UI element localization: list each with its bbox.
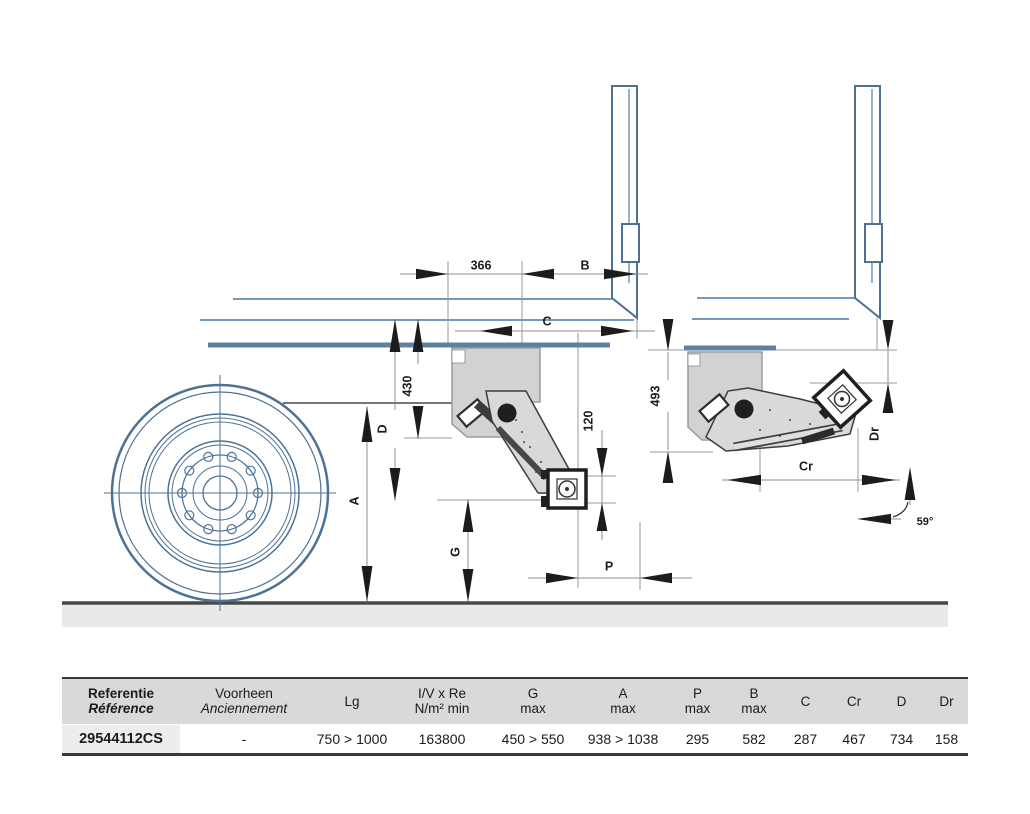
col-header-g: G max [488,678,578,725]
dim-label-493: 493 [648,386,662,407]
dim-label-d: D [375,424,389,433]
cell-g: 450 > 550 [501,730,565,747]
col-header-b: B max [727,678,781,725]
dim-label-a: A [347,496,361,505]
lift-mechanism-stowed [684,345,873,452]
col-header-ivxre: I/V x Re N/m² min [396,678,488,725]
dim-label-dr: Dr [867,427,881,441]
platform-post-left [611,85,640,321]
cell-lg: 750 > 1000 [316,730,388,747]
cell-reference: 29544112CS [62,724,180,754]
table-data-row: 29544112CS - 750 > 1000 163800 450 > 550… [62,724,968,754]
dim-label-120: 120 [581,411,595,432]
dim-label-g: G [448,547,462,557]
col-header-c: C [781,678,830,725]
cell-a: 938 > 1038 [587,730,659,747]
cell-ivxre: 163800 [418,730,466,747]
vehicle-floor-left [200,298,634,348]
cell-d: 734 [889,730,914,747]
foot-pad-stowed [811,368,873,430]
cell-voorheen: - [241,730,247,747]
pivot-right [734,399,754,419]
reference-lines [404,261,897,590]
platform-post-right [854,85,883,321]
rotation-arc [892,501,909,518]
col-header-voorheen: Voorheen Anciennement [180,678,308,725]
col-header-lg: Lg [308,678,396,725]
cell-cr: 467 [842,730,866,747]
dim-label-366: 366 [471,258,492,272]
technical-diagram: 366 B C 430 D A G 120 P 493 Dr Cr 59° [62,85,948,627]
col-header-dr: Dr [925,678,968,725]
ground [62,601,948,627]
col-header-cr: Cr [830,678,878,725]
lift-mechanism-deployed [451,347,588,510]
col-header-a: A max [578,678,668,725]
spec-table: Referentie Référence Voorheen Ancienneme… [62,677,968,756]
vehicle-floor-right [692,297,856,320]
foot-pad-deployed [546,468,588,510]
col-header-p: P max [668,678,727,725]
cell-c: 287 [793,730,818,747]
col-header-d: D [878,678,925,725]
cell-b: 582 [742,730,766,747]
dim-label-p: P [605,559,613,573]
cell-dr: 158 [934,730,959,747]
angle-label-59: 59° [917,516,934,528]
dimension-arrows [361,268,916,602]
arm-speckles-right [759,409,811,437]
col-header-referentie: Referentie Référence [62,678,180,725]
table-header-row: Referentie Référence Voorheen Ancienneme… [62,678,968,725]
dim-label-430: 430 [400,376,414,397]
cell-p: 295 [685,730,710,747]
pivot-left [497,403,517,423]
dim-label-cr: Cr [799,459,813,473]
dim-label-b: B [580,258,589,272]
wheel [104,375,336,611]
dim-label-c: C [542,314,551,328]
